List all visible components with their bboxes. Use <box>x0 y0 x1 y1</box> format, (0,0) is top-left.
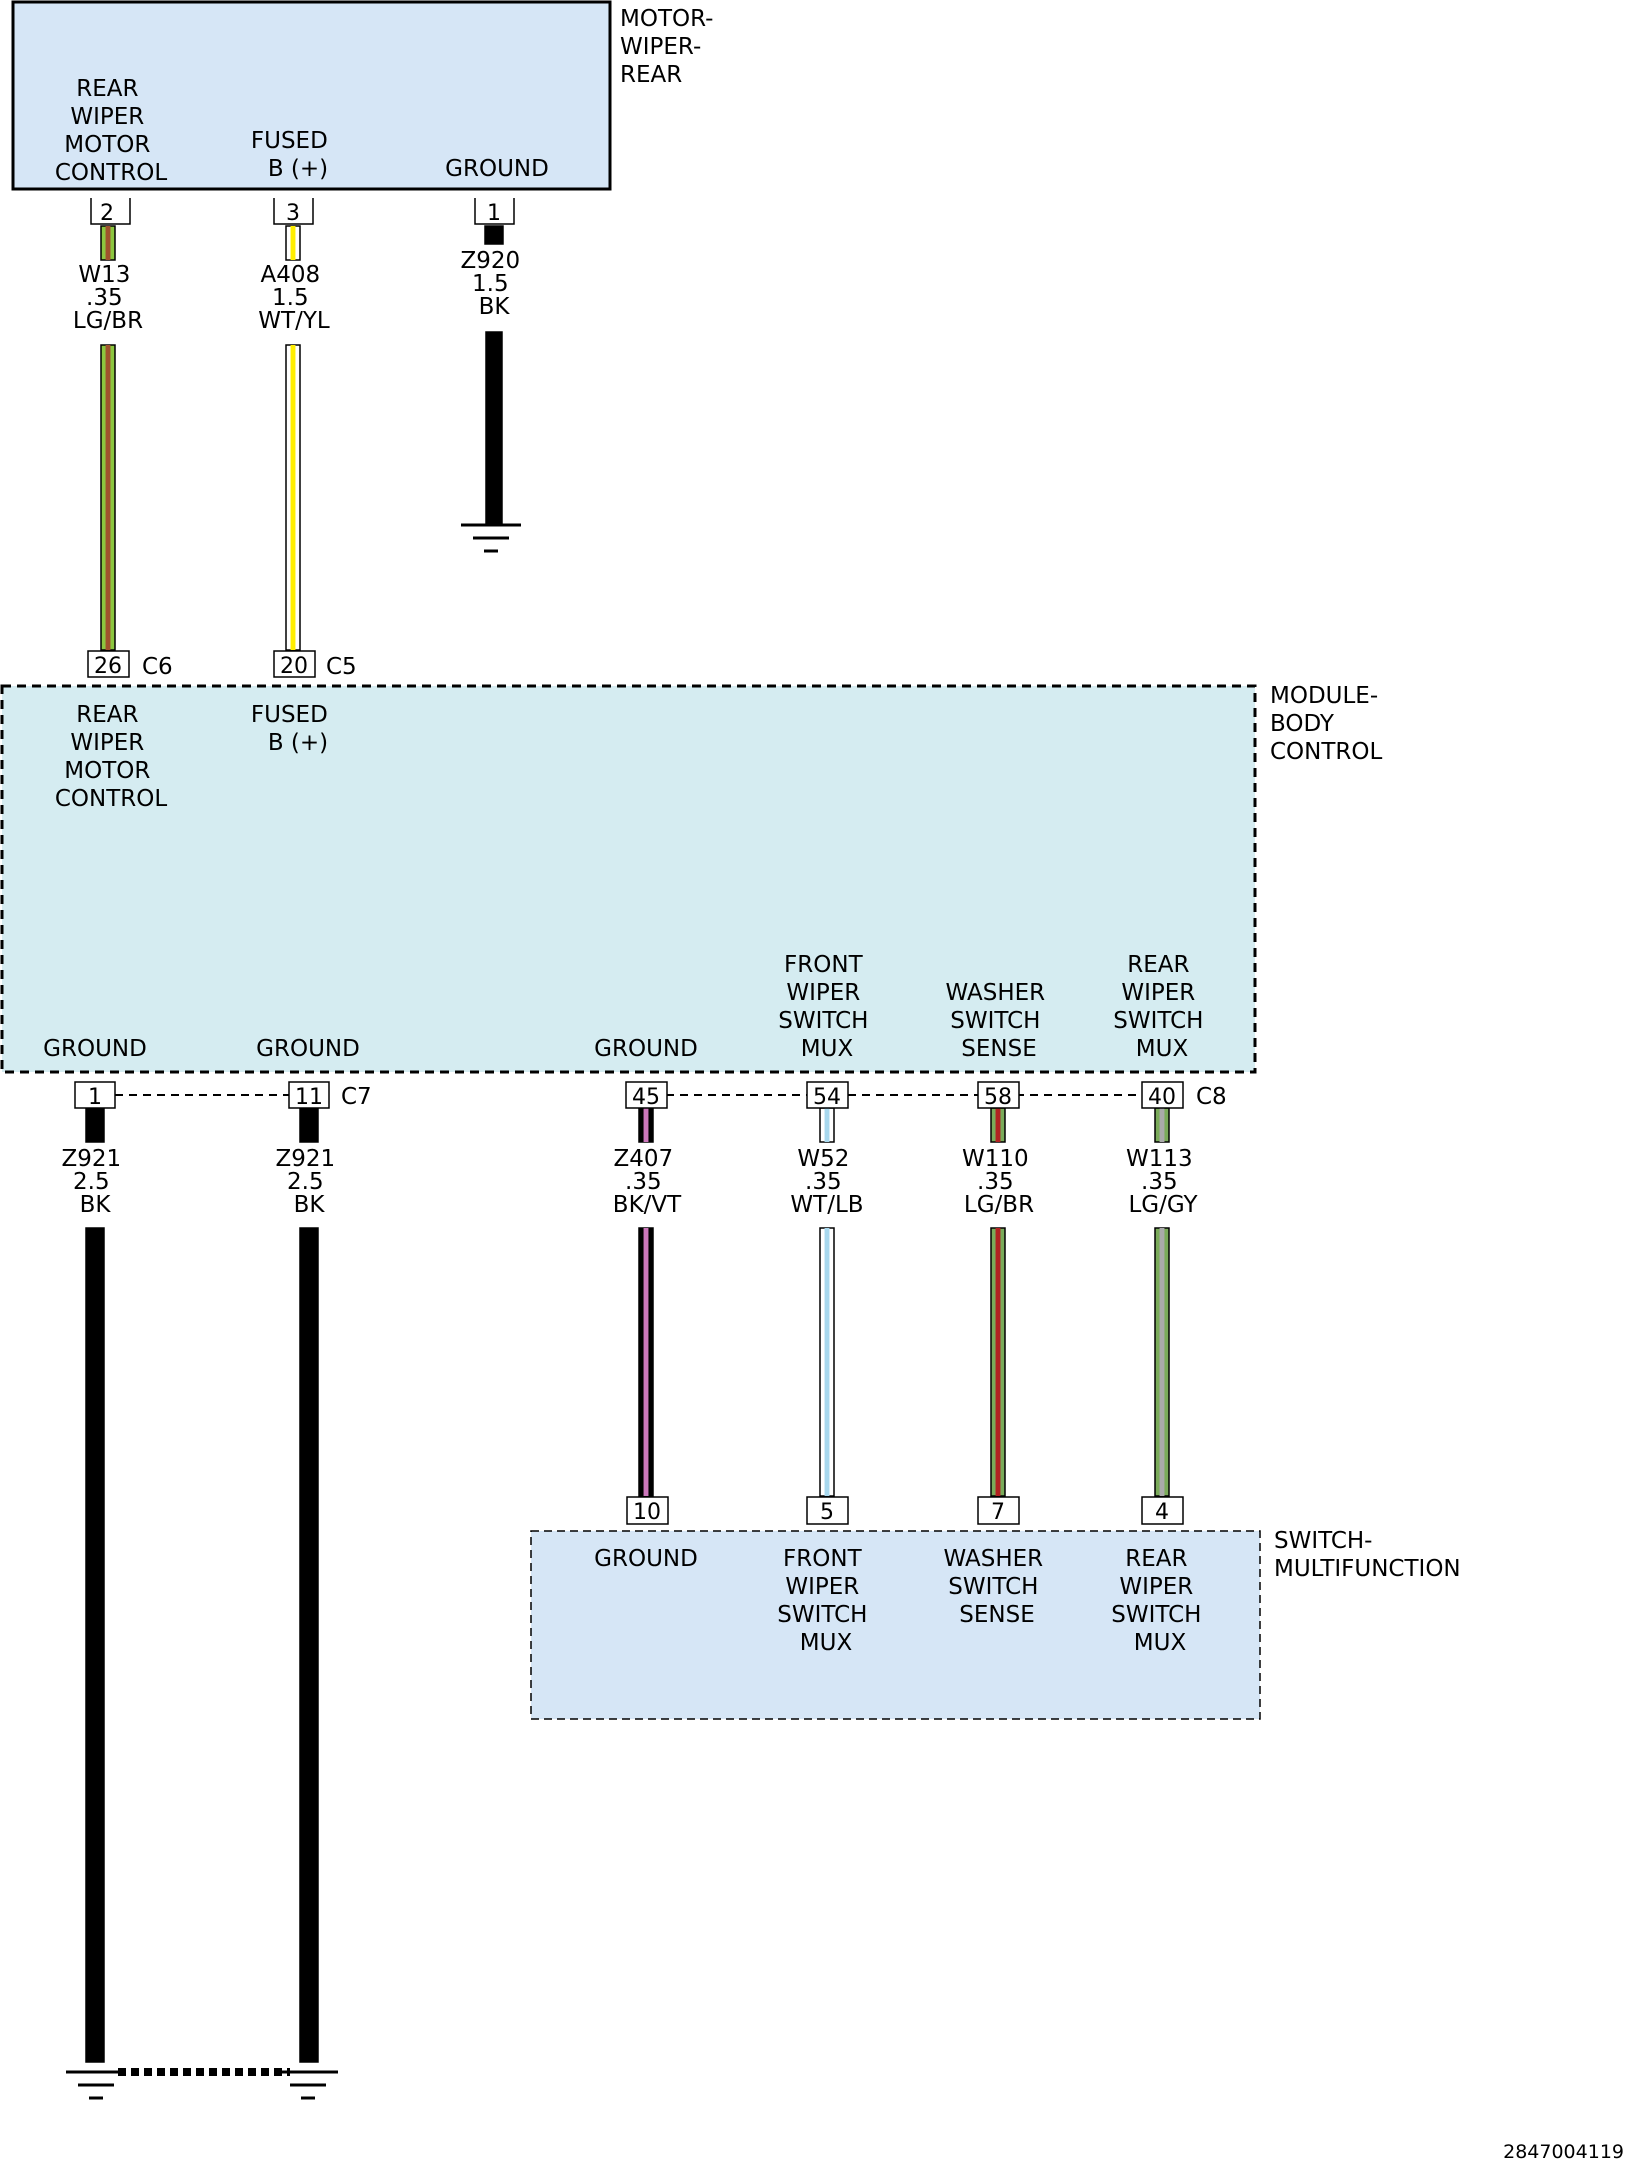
svg-text:40: 40 <box>1148 1085 1176 1110</box>
motor-pin-2: 2 <box>90 198 131 226</box>
connector-c5-label: C5 <box>326 654 357 680</box>
wire-z407-segment-2 <box>638 1227 654 1497</box>
wire-w52-segment-1 <box>819 1107 835 1143</box>
wire-z921-b-segment-1 <box>299 1107 319 1143</box>
bcm-pin-20: 20 <box>273 650 316 679</box>
wire-layer <box>85 225 1170 2063</box>
bcm-pin-label-ground-45: GROUND <box>594 1036 698 1062</box>
svg-text:10: 10 <box>633 1500 661 1525</box>
wire-label-z920: Z920 1.5 BK <box>461 248 528 320</box>
wire-z920-lower-segment-1 <box>485 331 503 526</box>
wire-label-a408: A408 1.5 WT/YL <box>258 262 330 334</box>
motor-wiper-rear-name: MOTOR- WIPER- REAR <box>620 6 721 88</box>
switch-pin-label-ground: GROUND <box>594 1546 698 1572</box>
bcm-pin-label-front-wiper-switch-mux: FRONT WIPER SWITCH MUX <box>778 952 876 1062</box>
wire-w13-segment-1 <box>100 225 116 261</box>
svg-text:20: 20 <box>280 654 308 679</box>
connector-c8-label: C8 <box>1196 1084 1227 1110</box>
wire-label-w52: W52 .35 WT/LB <box>790 1146 863 1218</box>
bcm-pin-40: 40 <box>1141 1081 1184 1110</box>
wire-w110-segment-1 <box>990 1107 1006 1143</box>
body-control-module-name: MODULE- BODY CONTROL <box>1270 683 1385 765</box>
switch-pin-label-front-wiper-switch-mux: FRONT WIPER SWITCH MUX <box>777 1546 875 1656</box>
switch-pin-5: 5 <box>806 1496 849 1525</box>
wire-label-z921-b: Z921 2.5 BK <box>276 1146 343 1218</box>
wire-z921-a-segment-2 <box>85 1227 105 2063</box>
bcm-pin-label-rear-wiper-switch-mux: REAR WIPER SWITCH MUX <box>1113 952 1211 1062</box>
motor-pin-label-fused-b-plus: FUSED B (+) <box>251 128 335 182</box>
pin-layer: 2 3 1 26 C6 20 C5 1 11 C7 <box>74 198 1227 1525</box>
motor-pin-1: 1 <box>474 198 515 226</box>
motor-pin-label-ground: GROUND <box>445 156 549 182</box>
wire-z921-a-segment-1 <box>85 1107 105 1143</box>
bcm-pin-58: 58 <box>977 1081 1020 1110</box>
motor-pin-3: 3 <box>273 198 314 226</box>
svg-text:4: 4 <box>1155 1500 1169 1525</box>
wire-label-z407: Z407 .35 BK/VT <box>613 1146 682 1218</box>
bcm-pin-label-ground-11: GROUND <box>256 1036 360 1062</box>
bcm-pin-54: 54 <box>806 1081 849 1110</box>
wire-label-z921-a: Z921 2.5 BK <box>62 1146 129 1218</box>
wire-w110-segment-2 <box>990 1227 1006 1497</box>
svg-text:11: 11 <box>295 1085 323 1110</box>
switch-pin-label-rear-wiper-switch-mux: REAR WIPER SWITCH MUX <box>1111 1546 1209 1656</box>
bcm-pin-45: 45 <box>625 1081 668 1110</box>
ground-symbol-motor <box>461 523 521 553</box>
connector-c7-label: C7 <box>341 1084 372 1110</box>
svg-text:58: 58 <box>984 1085 1012 1110</box>
wire-z407-segment-1 <box>638 1107 654 1143</box>
ground-symbol-bcm-1 <box>66 2070 126 2100</box>
body-control-module-box <box>0 684 1257 1074</box>
bcm-pin-26: 26 <box>87 650 130 679</box>
switch-pin-10: 10 <box>626 1496 669 1525</box>
wire-w13-segment-2 <box>100 344 116 651</box>
svg-text:7: 7 <box>991 1500 1005 1525</box>
svg-text:54: 54 <box>813 1085 841 1110</box>
bcm-pin-11: 11 <box>288 1081 330 1110</box>
bcm-pin-label-rear-wiper-motor-control: REAR WIPER MOTOR CONTROL <box>55 702 168 812</box>
motor-wiper-rear-box <box>11 0 612 191</box>
motor-pin-label-rear-wiper-motor-control: REAR WIPER MOTOR CONTROL <box>55 76 168 186</box>
connector-c6-label: C6 <box>142 654 173 680</box>
wire-label-w113: W113 .35 LG/GY <box>1126 1146 1200 1218</box>
svg-text:45: 45 <box>632 1085 660 1110</box>
wire-label-w110: W110 .35 LG/BR <box>962 1146 1036 1218</box>
bcm-pin-label-fused-b-plus: FUSED B (+) <box>251 702 335 756</box>
bcm-pin-1: 1 <box>74 1081 116 1110</box>
switch-pin-label-washer-switch-sense: WASHER SWITCH SENSE <box>944 1546 1051 1628</box>
wire-z920-segment-1 <box>484 225 504 245</box>
wire-w113-segment-1 <box>1154 1107 1170 1143</box>
switch-multifunction-box <box>530 1530 1261 1720</box>
diagram-code: 2847004119 <box>1503 2141 1624 2163</box>
wire-a408-segment-2 <box>285 344 301 651</box>
wire-w113-segment-2 <box>1154 1227 1170 1497</box>
bcm-pin-label-ground-1: GROUND <box>43 1036 147 1062</box>
svg-text:26: 26 <box>94 654 122 679</box>
wire-label-w13: W13 .35 LG/BR <box>73 262 143 334</box>
wire-a408-segment-1 <box>285 225 301 261</box>
wire-z921-b-segment-2 <box>299 1227 319 2063</box>
bcm-pin-label-washer-switch-sense: WASHER SWITCH SENSE <box>946 980 1053 1062</box>
svg-text:3: 3 <box>286 201 300 226</box>
svg-text:1: 1 <box>88 1085 102 1110</box>
switch-multifunction-name: SWITCH- MULTIFUNCTION <box>1274 1528 1461 1582</box>
svg-text:5: 5 <box>820 1500 834 1525</box>
switch-pin-4: 4 <box>1141 1496 1184 1525</box>
svg-text:1: 1 <box>487 201 501 226</box>
switch-pin-7: 7 <box>977 1496 1020 1525</box>
wire-w52-segment-2 <box>819 1227 835 1497</box>
svg-text:2: 2 <box>100 201 114 226</box>
